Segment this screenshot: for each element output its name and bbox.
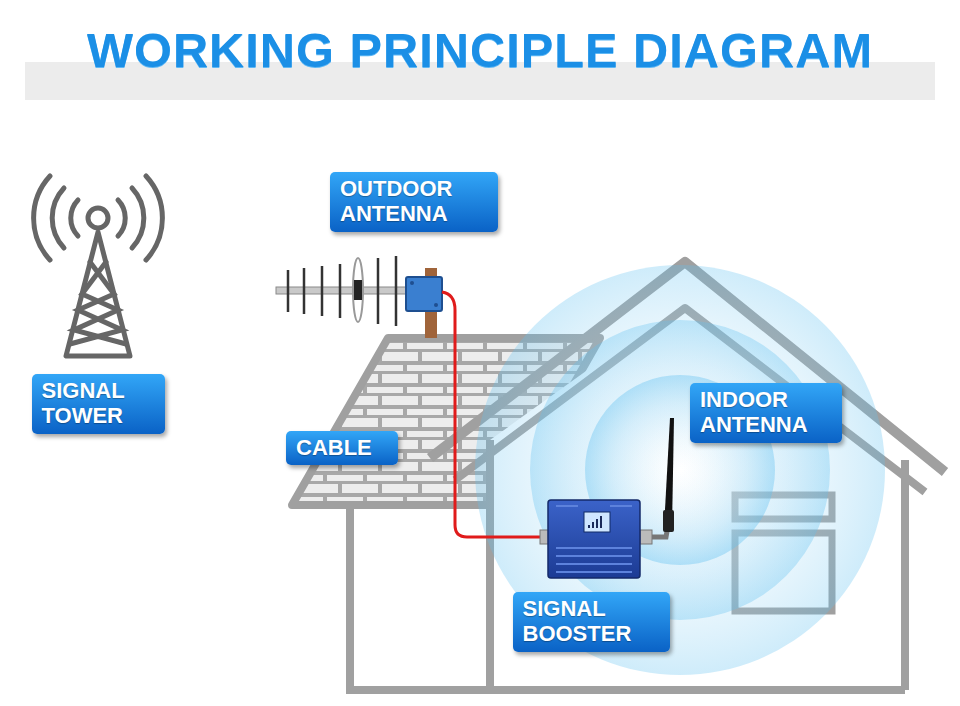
- label-text: SIGNAL TOWER: [42, 379, 155, 428]
- label-box: CABLE: [286, 431, 398, 466]
- whip-antenna: [652, 418, 674, 537]
- label-text: OUTDOOR ANTENNA: [340, 177, 488, 226]
- diagram-title: WORKING PRINCIPLE DIAGRAM: [0, 22, 960, 78]
- label-box: SIGNAL TOWER: [32, 374, 165, 433]
- signal-waves: [475, 265, 885, 675]
- tower-icon: [34, 176, 163, 356]
- house: [292, 262, 945, 690]
- label-box: INDOOR ANTENNA: [690, 383, 842, 442]
- label-text: INDOOR ANTENNA: [700, 388, 832, 437]
- label-box: SIGNAL BOOSTER: [513, 592, 670, 651]
- cable-wire: [442, 292, 548, 537]
- booster-device: [540, 500, 652, 578]
- label-text: CABLE: [296, 436, 372, 461]
- label-text: SIGNAL BOOSTER: [523, 597, 660, 646]
- yagi-antenna: [276, 256, 442, 338]
- label-box: OUTDOOR ANTENNA: [330, 172, 498, 231]
